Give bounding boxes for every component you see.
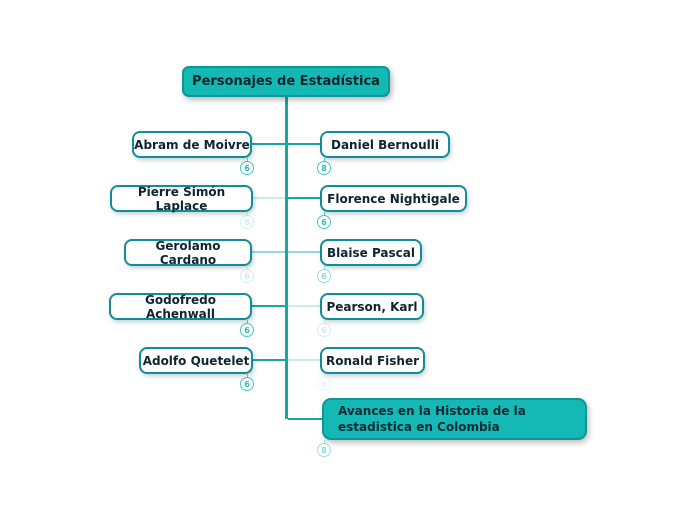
collapsed-count-badge[interactable]: 6	[240, 266, 254, 283]
topic-label: Avances en la Historia de la estadistica…	[338, 403, 526, 434]
topic-label: Florence Nightigale	[327, 191, 460, 206]
topic-label: Blaise Pascal	[327, 245, 415, 260]
topic-blaise-pascal[interactable]: Blaise Pascal	[320, 239, 422, 266]
topic-pearson-karl[interactable]: Pearson, Karl	[320, 293, 424, 320]
topic-pierre-simon-laplace[interactable]: Pierre Simón Laplace	[110, 184, 253, 213]
topic-ronald-fisher[interactable]: Ronald Fisher	[320, 347, 425, 374]
connector-left-1	[252, 143, 287, 145]
collapsed-count-badge[interactable]: 6	[317, 320, 331, 337]
connector-left-4	[252, 305, 287, 307]
topic-florence-nightigale[interactable]: Florence Nightigale	[320, 185, 467, 212]
topic-label: Pearson, Karl	[326, 299, 418, 314]
topic-gerolamo-cardano[interactable]: Gerolamo Cardano	[124, 238, 252, 267]
topic-label: Godofredo Achenwall	[144, 292, 217, 321]
collapsed-count-badge[interactable]: 8	[240, 212, 254, 229]
collapsed-count-badge[interactable]: 8	[317, 158, 331, 175]
topic-label: Gerolamo Cardano	[155, 238, 221, 267]
trunk-connector	[285, 96, 288, 419]
topic-avances-colombia[interactable]: Avances en la Historia de la estadistica…	[322, 398, 587, 440]
topic-daniel-bernoulli[interactable]: Daniel Bernoulli	[320, 131, 450, 158]
collapsed-count-badge[interactable]: 6	[240, 158, 254, 175]
collapsed-count-badge[interactable]: 6	[317, 212, 331, 229]
topic-label: Adolfo Quetelet	[142, 353, 250, 368]
collapsed-count-badge[interactable]: 6	[240, 320, 254, 337]
root-topic-label: Personajes de Estadística	[192, 74, 380, 89]
topic-abram-de-moivre[interactable]: Abram de Moivre	[132, 131, 252, 158]
topic-godofredo-achenwall[interactable]: Godofredo Achenwall	[109, 292, 252, 321]
connector-special	[288, 418, 322, 420]
topic-label: Daniel Bernoulli	[330, 137, 440, 152]
topic-label: Ronald Fisher	[325, 353, 420, 368]
root-topic[interactable]: Personajes de Estadística	[182, 66, 390, 97]
connector-left-2	[252, 197, 287, 199]
connector-right-2	[288, 197, 320, 199]
connector-left-5	[252, 359, 287, 361]
connector-left-3	[252, 251, 287, 253]
connector-right-3	[288, 251, 320, 253]
connector-right-4	[288, 305, 320, 307]
collapsed-count-badge[interactable]: 6	[240, 374, 254, 391]
collapsed-count-badge[interactable]: 6	[317, 266, 331, 283]
collapsed-count-badge[interactable]: 8	[317, 440, 331, 457]
connector-right-1	[288, 143, 320, 145]
collapsed-count-badge[interactable]: 6	[317, 374, 331, 391]
topic-label: Abram de Moivre	[134, 137, 250, 152]
connector-right-5	[288, 359, 320, 361]
topic-adolfo-quetelet[interactable]: Adolfo Quetelet	[139, 347, 253, 374]
topic-label: Pierre Simón Laplace	[137, 184, 226, 213]
